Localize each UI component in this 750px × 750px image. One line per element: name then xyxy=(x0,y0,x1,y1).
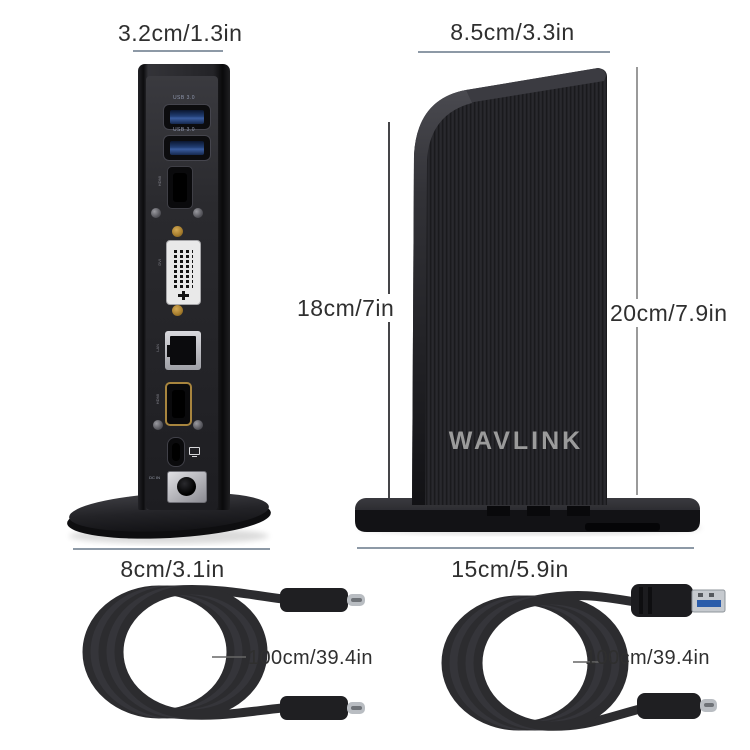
usb-c-connector-bottom xyxy=(280,696,365,720)
panel-screw xyxy=(193,420,203,430)
top-edge-highlight xyxy=(426,68,606,138)
hdmi-top-port-label: HDMI xyxy=(157,176,162,187)
front-edge xyxy=(412,90,472,505)
dimension-label-side-base-depth: 15cm/5.9in xyxy=(451,556,569,582)
dimension-line-rear-width xyxy=(133,50,223,52)
dvi-port-label: DVI xyxy=(157,259,162,266)
usb-c-to-a-cable xyxy=(441,584,726,731)
dimension-line-side-base-depth xyxy=(357,547,694,549)
dvi-port xyxy=(166,240,201,305)
dimension-label-rear-height: 18cm/7in xyxy=(294,294,396,322)
hdmi-port-bottom xyxy=(165,382,192,426)
dock-side-view: WAVLINK xyxy=(355,68,702,535)
hdmi-port-top xyxy=(167,166,193,209)
ethernet-port xyxy=(165,331,201,370)
base-slot xyxy=(527,506,550,516)
usb3-port-top xyxy=(163,104,211,130)
dvi-screw-nut xyxy=(172,305,183,316)
lan-port-label: LAN xyxy=(155,344,160,352)
panel-screw xyxy=(153,420,163,430)
cable-right-length-label: 100cm/39.4in xyxy=(585,647,710,669)
panel-screw xyxy=(193,208,203,218)
dimension-line-side-depth xyxy=(418,51,610,53)
usb-c-connector-top xyxy=(280,588,365,612)
side-body xyxy=(412,68,607,505)
cable-coil xyxy=(82,584,283,720)
display-icon xyxy=(188,447,200,458)
dvi-screw-nut xyxy=(172,226,183,237)
usb3-port-bottom xyxy=(163,135,211,161)
usb-bottom-port-label: USB 3.0 xyxy=(172,127,196,133)
dc-power-label: DC IN xyxy=(149,475,160,480)
usb-a-connector xyxy=(631,584,726,617)
dimension-label-side-height: 20cm/7.9in xyxy=(607,299,727,327)
brand-logo: WAVLINK xyxy=(449,427,583,455)
dc-power-jack xyxy=(167,471,207,503)
hdmi-bottom-port-label: HDMI xyxy=(155,394,160,405)
dimension-label-rear-width: 3.2cm/1.3in xyxy=(118,20,243,46)
usb-top-port-label: USB 3.0 xyxy=(172,95,196,101)
cable-coil xyxy=(441,591,642,731)
dimension-line-rear-base-width xyxy=(73,548,270,550)
usb-c-to-c-cable xyxy=(82,584,365,720)
base-slot xyxy=(487,506,510,516)
dock-rear-view: USB 3.0 USB 3.0 HDMI DVI LAN HDMI xyxy=(138,64,230,510)
panel-screw xyxy=(151,208,161,218)
base-underside xyxy=(585,523,660,531)
dimension-label-side-depth: 8.5cm/3.3in xyxy=(450,19,575,45)
base-slot xyxy=(567,506,590,516)
dimension-line-side-height xyxy=(636,67,638,495)
usb-c-connector xyxy=(637,693,717,719)
cable-left-length-label: 100cm/39.4in xyxy=(248,647,373,669)
dimension-label-rear-base-width: 8cm/3.1in xyxy=(120,556,225,582)
usb-c-host-port xyxy=(167,437,185,467)
